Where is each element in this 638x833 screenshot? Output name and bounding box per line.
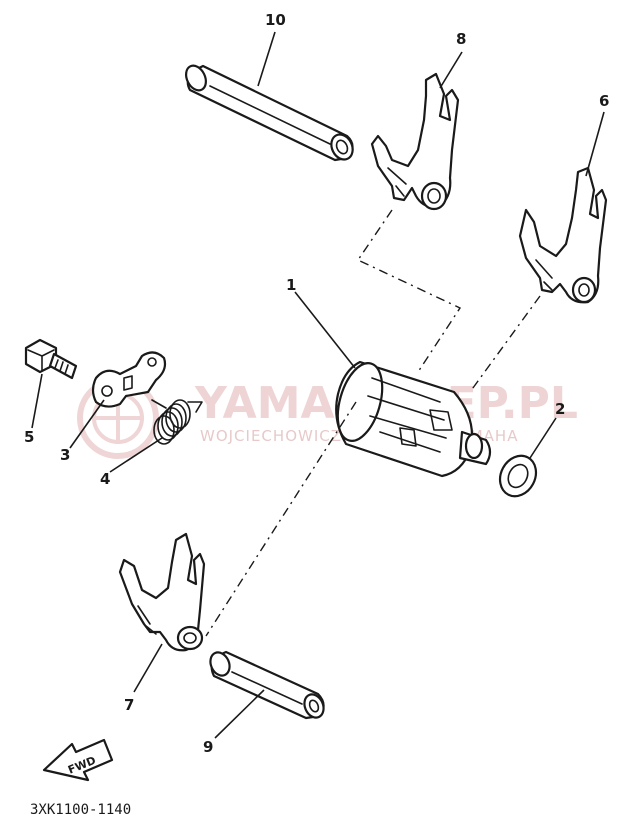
callout-7: 7 [124, 696, 134, 714]
callout-10: 10 [265, 11, 286, 29]
diagram-code: 3XK1100-1140 [30, 802, 131, 818]
leader-lines [31, 31, 605, 739]
bolt [24, 338, 78, 380]
callout-labels: 10 8 6 1 2 5 3 4 7 9 [24, 11, 609, 756]
callout-8: 8 [456, 30, 466, 48]
stopper-lever [91, 351, 167, 408]
guide-bar-lower [209, 650, 325, 720]
fwd-arrow-icon: FWD [42, 738, 114, 782]
callout-4: 4 [100, 470, 110, 488]
shift-drum [335, 360, 492, 478]
callout-9: 9 [203, 738, 213, 756]
callout-2: 2 [555, 400, 565, 418]
callout-3: 3 [60, 446, 70, 464]
shift-fork-upper [370, 72, 460, 211]
torsion-spring [151, 399, 203, 445]
guide-bar-upper [185, 64, 354, 162]
callout-6: 6 [599, 92, 609, 110]
callout-1: 1 [286, 276, 296, 294]
callout-5: 5 [24, 428, 34, 446]
washer [498, 454, 538, 498]
shift-fork-lower [118, 532, 206, 652]
assembly-lines [205, 209, 541, 637]
shift-fork-right [518, 166, 608, 304]
